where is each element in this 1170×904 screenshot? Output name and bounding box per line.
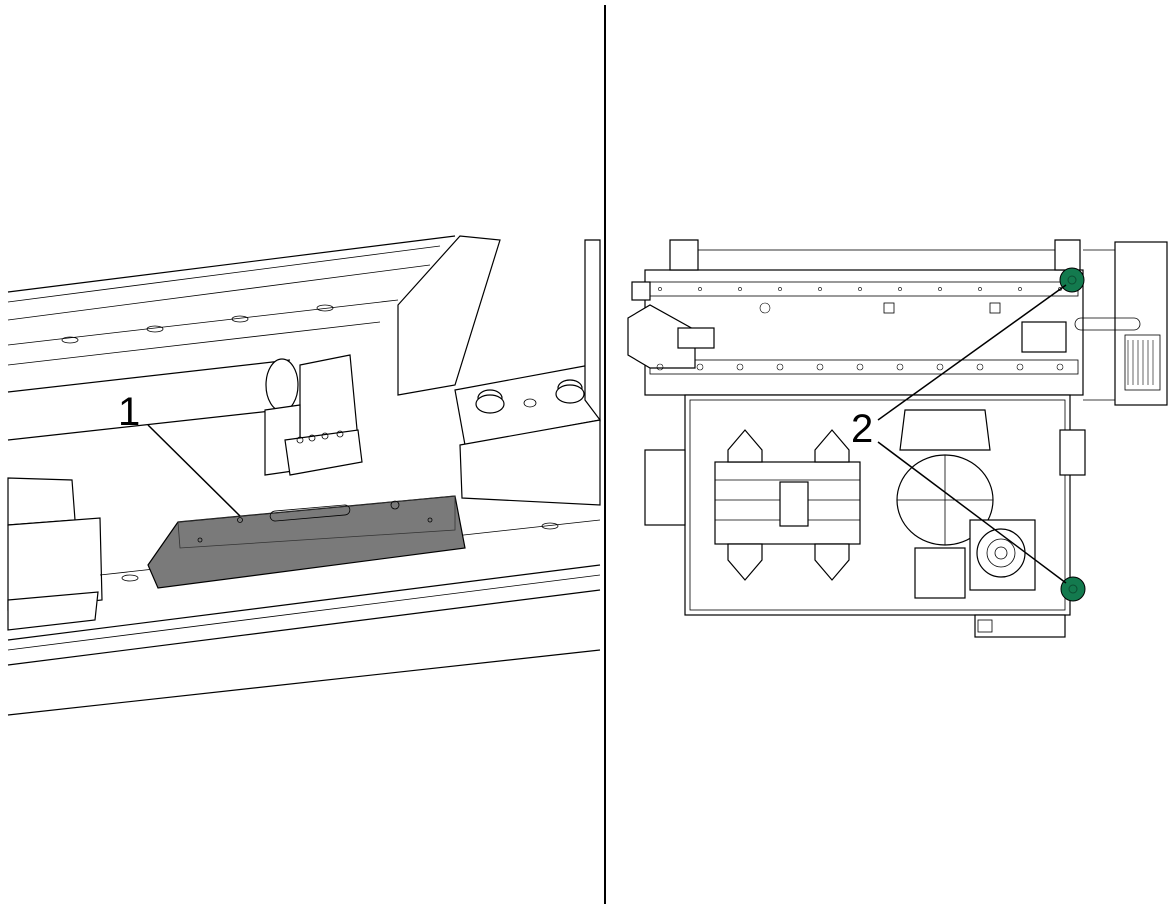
leader-line-2-top xyxy=(877,284,1067,421)
left-panel-isometric-view xyxy=(7,235,601,716)
right-panel-top-view xyxy=(627,239,1168,638)
callout-2: 2 xyxy=(851,407,873,451)
marker-2-top xyxy=(1059,267,1085,293)
marker-2-bottom xyxy=(1060,576,1086,602)
callout-1: 1 xyxy=(118,390,140,434)
leader-line-2-bottom xyxy=(877,441,1067,584)
leader-line-1 xyxy=(147,424,241,517)
highlighted-part-1 xyxy=(147,495,466,589)
